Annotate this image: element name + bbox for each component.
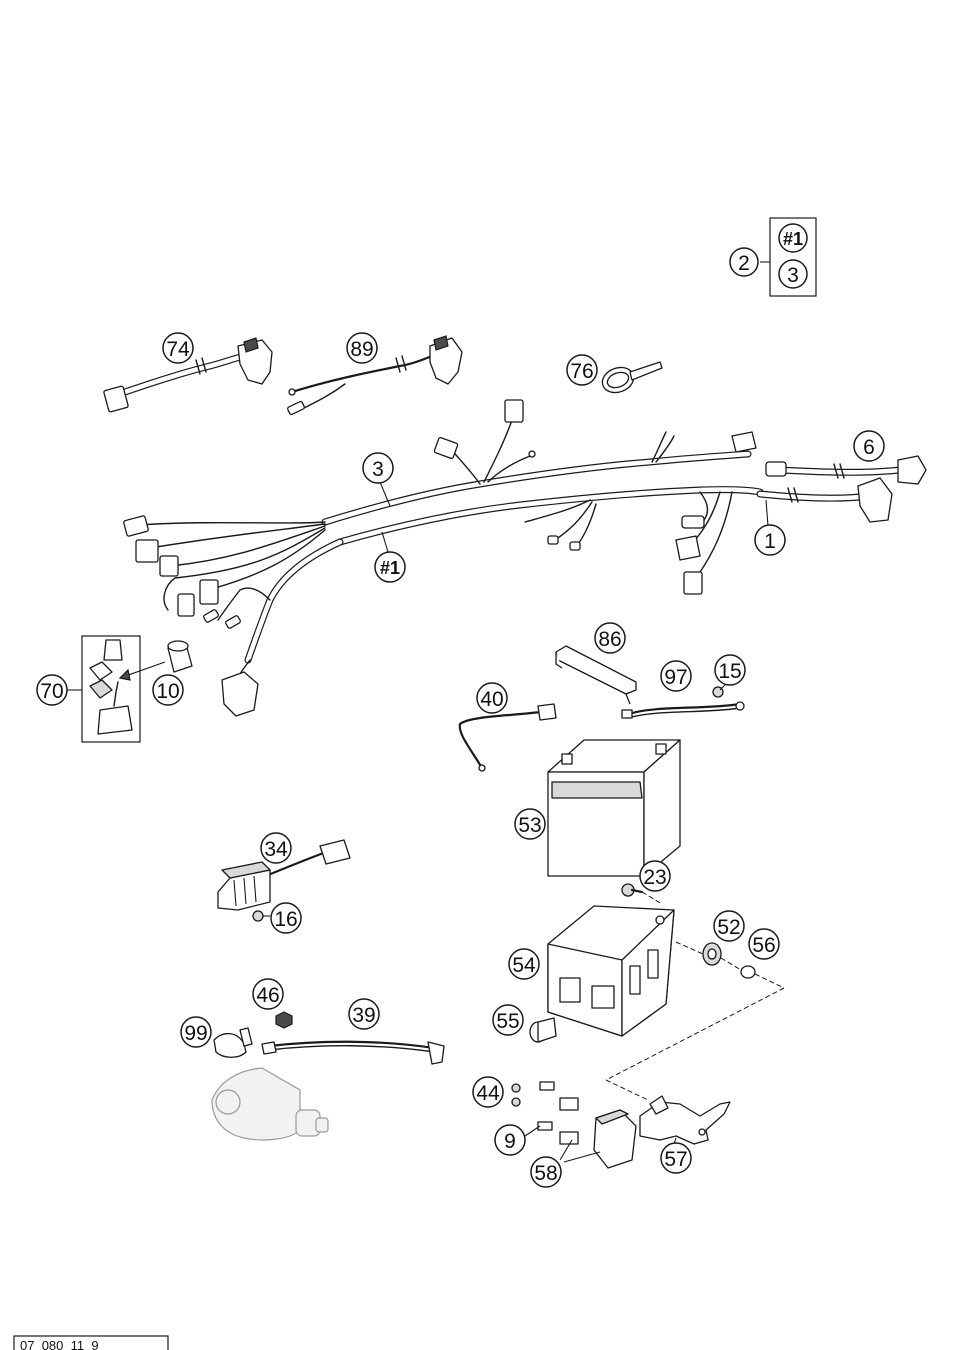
svg-text:99: 99 bbox=[184, 1022, 207, 1045]
battery-strap-86 bbox=[555, 645, 637, 705]
svg-text:58: 58 bbox=[534, 1162, 557, 1185]
callout-52: 52 bbox=[713, 910, 745, 942]
wiring-lead-74 bbox=[103, 337, 273, 413]
svg-text:46: 46 bbox=[256, 984, 279, 1007]
fuses-9 bbox=[521, 1081, 555, 1139]
protective-cap-99 bbox=[213, 1027, 253, 1058]
svg-text:57: 57 bbox=[664, 1148, 687, 1171]
callout-86: 86 bbox=[594, 622, 626, 654]
callout-40: 40 bbox=[476, 682, 508, 714]
screw-16 bbox=[252, 910, 270, 922]
main-wiring-harness-1 bbox=[203, 477, 893, 717]
grommet-10 bbox=[167, 640, 193, 673]
battery-box-54 bbox=[547, 905, 675, 1037]
callout-1-kit: #1 bbox=[778, 223, 808, 253]
callout-3: 3 bbox=[362, 452, 394, 507]
callout-54: 54 bbox=[508, 948, 540, 980]
svg-text:56: 56 bbox=[752, 934, 775, 957]
svg-text:10: 10 bbox=[156, 680, 179, 703]
bulb-holder-assembly-70 bbox=[81, 635, 166, 743]
cable-tie-76 bbox=[601, 361, 663, 394]
svg-text:2: 2 bbox=[738, 252, 750, 275]
svg-text:#1: #1 bbox=[783, 229, 803, 249]
svg-text:86: 86 bbox=[598, 628, 621, 651]
relay-and-fuse-holders-58 bbox=[559, 1097, 637, 1169]
wiring-lead-89 bbox=[287, 335, 463, 415]
bracket-57 bbox=[639, 1095, 731, 1145]
svg-text:3: 3 bbox=[372, 458, 384, 481]
screw-15 bbox=[712, 679, 731, 698]
wiring-lead-6 bbox=[765, 455, 927, 485]
svg-text:16: 16 bbox=[274, 908, 297, 931]
starter-cable-39 bbox=[261, 1040, 445, 1065]
svg-text:76: 76 bbox=[570, 360, 593, 383]
svg-text:6: 6 bbox=[863, 436, 875, 459]
voltage-regulator-34 bbox=[217, 839, 351, 911]
svg-text:9: 9 bbox=[504, 1130, 516, 1153]
svg-text:23: 23 bbox=[643, 866, 666, 889]
svg-text:3: 3 bbox=[787, 264, 799, 287]
svg-text:97: 97 bbox=[664, 666, 687, 689]
callout-58: 58 bbox=[530, 1156, 562, 1188]
callout-99: 99 bbox=[180, 1016, 212, 1048]
svg-text:89: 89 bbox=[350, 338, 373, 361]
callout-46: 46 bbox=[252, 978, 284, 1010]
positive-cable-40 bbox=[458, 703, 557, 772]
callout-76: 76 bbox=[566, 354, 598, 386]
svg-text:74: 74 bbox=[166, 338, 190, 361]
svg-text:44: 44 bbox=[476, 1082, 500, 1105]
callout-56: 56 bbox=[748, 928, 780, 960]
callout-44: 44 bbox=[472, 1076, 504, 1108]
callout-16: 16 bbox=[270, 902, 302, 934]
svg-text:40: 40 bbox=[480, 688, 503, 711]
callout-2: 2 bbox=[729, 247, 759, 277]
callout-89: 89 bbox=[346, 332, 378, 364]
callout-39: 39 bbox=[348, 998, 380, 1030]
callout-97: 97 bbox=[660, 660, 692, 692]
screws-44 bbox=[511, 1083, 521, 1107]
svg-text:70: 70 bbox=[40, 680, 63, 703]
starter-motor bbox=[211, 1067, 329, 1141]
svg-text:15: 15 bbox=[718, 660, 741, 683]
grommet-55 bbox=[529, 1017, 557, 1043]
battery-53 bbox=[547, 739, 681, 877]
callout-3-kit: 3 bbox=[778, 259, 808, 289]
callout-15: 15 bbox=[714, 654, 746, 686]
callout-53: 53 bbox=[514, 808, 546, 840]
callout-9: 9 bbox=[494, 1124, 526, 1156]
callout-34: 34 bbox=[260, 832, 292, 864]
nut-46 bbox=[275, 1011, 293, 1029]
svg-text:07_080_11_9: 07_080_11_9 bbox=[20, 1338, 99, 1350]
washer-56 bbox=[605, 957, 785, 1101]
svg-text:#1: #1 bbox=[380, 558, 400, 578]
screw-23 bbox=[621, 883, 663, 905]
drawing-code: 07_080_11_9 bbox=[13, 1335, 169, 1350]
callout-6: 6 bbox=[853, 430, 885, 462]
kit-box-2 bbox=[760, 217, 817, 297]
callout-23: 23 bbox=[639, 860, 671, 892]
callout-1: 1 bbox=[754, 499, 786, 556]
callout-1-harness: #1 bbox=[374, 531, 406, 583]
main-wiring-harness-3 bbox=[123, 399, 757, 617]
callout-10: 10 bbox=[152, 674, 184, 706]
callout-55: 55 bbox=[492, 1004, 524, 1036]
callout-57: 57 bbox=[660, 1137, 692, 1174]
callout-70: 70 bbox=[36, 674, 82, 706]
ground-cable-97 bbox=[621, 701, 745, 719]
callout-74: 74 bbox=[162, 332, 194, 364]
svg-text:55: 55 bbox=[496, 1010, 519, 1033]
svg-text:54: 54 bbox=[512, 954, 536, 977]
svg-text:39: 39 bbox=[352, 1004, 375, 1027]
svg-text:52: 52 bbox=[717, 916, 740, 939]
rubber-buffer-52 bbox=[675, 941, 722, 966]
svg-text:53: 53 bbox=[518, 814, 541, 837]
svg-text:1: 1 bbox=[764, 530, 776, 553]
svg-text:34: 34 bbox=[264, 838, 288, 861]
